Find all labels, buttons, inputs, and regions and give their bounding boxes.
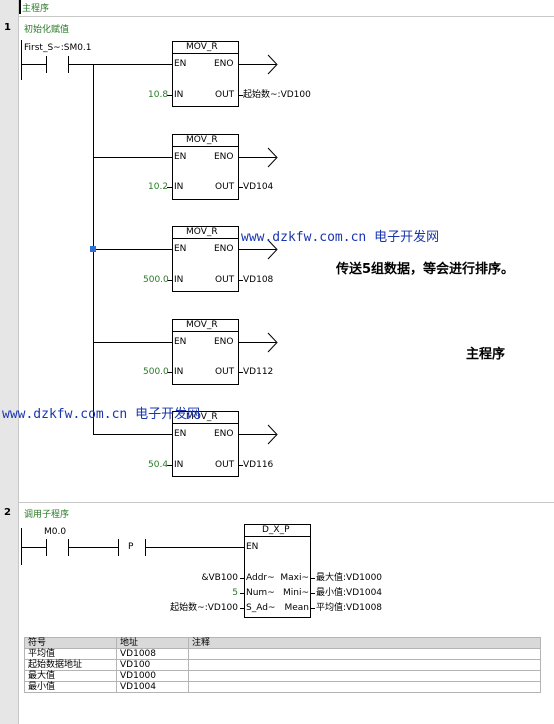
dxp-out-max-value[interactable]: 最大值:VD1000 bbox=[316, 573, 383, 583]
header-symbol[interactable]: 符号 bbox=[24, 637, 117, 649]
block-2-in-label: IN bbox=[174, 182, 184, 192]
watermark-2: www.dzkfw.com.cn 电子开发网 bbox=[2, 403, 200, 422]
block-3-out-value[interactable]: VD108 bbox=[243, 275, 274, 285]
dxp-in-num-label: Num~ bbox=[246, 588, 275, 598]
cell-symbol[interactable]: 起始数据地址 bbox=[24, 659, 117, 671]
block-4-title: MOV_R bbox=[186, 320, 218, 330]
block-3-out-label: OUT bbox=[215, 275, 235, 285]
block-5-eno: ENO bbox=[214, 429, 234, 439]
network-2-number: 2 bbox=[4, 507, 11, 518]
block-2-title: MOV_R bbox=[186, 135, 218, 145]
block-1-in-value[interactable]: 10.8 bbox=[148, 90, 169, 100]
program-title: 主程序 bbox=[22, 4, 50, 14]
dxp-out-mean-value[interactable]: 平均值:VD1008 bbox=[316, 603, 383, 613]
dxp-out-min-label: Mini~ bbox=[282, 588, 309, 598]
block-3-eno: ENO bbox=[214, 244, 234, 254]
network-1-comment[interactable]: 初始化赋值 bbox=[24, 25, 70, 35]
annotation-note: 传送5组数据，等会进行排序。 bbox=[336, 262, 515, 277]
network-1-divider bbox=[19, 16, 554, 17]
block-5-out-value[interactable]: VD116 bbox=[243, 460, 274, 470]
cell-comment[interactable] bbox=[188, 659, 541, 671]
cell-symbol[interactable]: 最小值 bbox=[24, 681, 117, 693]
contact-m0-label: M0.0 bbox=[44, 527, 67, 537]
dxp-in-addr-label: Addr~ bbox=[246, 573, 275, 583]
dxp-out-max-label: Maxi~ bbox=[280, 573, 309, 583]
block-4-eno: ENO bbox=[214, 337, 234, 347]
block-1-en: EN bbox=[174, 59, 187, 69]
title-marker bbox=[19, 0, 21, 14]
cell-comment[interactable] bbox=[188, 670, 541, 682]
block-5-in-value[interactable]: 50.4 bbox=[148, 460, 169, 470]
dxp-in-addr-value[interactable]: &VB100 bbox=[201, 573, 238, 583]
table-row[interactable]: 平均值 VD1008 bbox=[24, 648, 541, 660]
block-4-en: EN bbox=[174, 337, 187, 347]
cell-symbol[interactable]: 最大值 bbox=[24, 670, 117, 682]
cell-comment[interactable] bbox=[188, 648, 541, 660]
dxp-in-sad-value[interactable]: 起始数~:VD100 bbox=[170, 603, 238, 613]
block-4-in-value[interactable]: 500.0 bbox=[143, 367, 169, 377]
block-2-out-label: OUT bbox=[215, 182, 235, 192]
table-row[interactable]: 起始数据地址 VD100 bbox=[24, 659, 541, 671]
watermark-2-url: www.dzkfw.com.cn bbox=[2, 407, 128, 422]
block-3-en: EN bbox=[174, 244, 187, 254]
dxp-title: D_X_P bbox=[262, 525, 290, 535]
block-4-out-value[interactable]: VD112 bbox=[243, 367, 274, 377]
block-3-in-label: IN bbox=[174, 275, 184, 285]
network-2-comment[interactable]: 调用子程序 bbox=[24, 510, 70, 520]
symbol-table: 符号 地址 注释 平均值 VD1008 起始数据地址 VD100 最大值 VD1… bbox=[24, 637, 541, 693]
cell-address[interactable]: VD1000 bbox=[116, 670, 189, 682]
block-1-in-label: IN bbox=[174, 90, 184, 100]
dxp-out-min-value[interactable]: 最小值:VD1004 bbox=[316, 588, 383, 598]
block-1-out-label: OUT bbox=[215, 90, 235, 100]
dxp-in-sad-label: S_Ad~ bbox=[246, 603, 276, 613]
network-1-number: 1 bbox=[4, 22, 11, 33]
block-3-title: MOV_R bbox=[186, 227, 218, 237]
block-4-in-label: IN bbox=[174, 367, 184, 377]
cell-address[interactable]: VD100 bbox=[116, 659, 189, 671]
cell-address[interactable]: VD1004 bbox=[116, 681, 189, 693]
block-2-in-value[interactable]: 10.2 bbox=[148, 182, 169, 192]
block-5-in-label: IN bbox=[174, 460, 184, 470]
table-row[interactable]: 最大值 VD1000 bbox=[24, 670, 541, 682]
block-2-eno: ENO bbox=[214, 152, 234, 162]
cell-symbol[interactable]: 平均值 bbox=[24, 648, 117, 660]
dxp-out-mean-label: Mean bbox=[284, 603, 309, 613]
branch-node[interactable] bbox=[90, 246, 96, 252]
p-contact-label: P bbox=[128, 542, 134, 552]
cell-comment[interactable] bbox=[188, 681, 541, 693]
header-address[interactable]: 地址 bbox=[116, 637, 189, 649]
header-comment[interactable]: 注释 bbox=[188, 637, 541, 649]
cell-address[interactable]: VD1008 bbox=[116, 648, 189, 660]
contact-label: First_S~:SM0.1 bbox=[24, 43, 92, 53]
dxp-in-num-value[interactable]: 5 bbox=[232, 588, 238, 598]
block-1-title: MOV_R bbox=[186, 42, 218, 52]
block-2-en: EN bbox=[174, 152, 187, 162]
block-5-en: EN bbox=[174, 429, 187, 439]
block-3-in-value[interactable]: 500.0 bbox=[143, 275, 169, 285]
annotation-main: 主程序 bbox=[466, 347, 506, 362]
watermark-1-cn: 电子开发网 bbox=[374, 230, 440, 245]
block-1-eno: ENO bbox=[214, 59, 234, 69]
block-2-out-value[interactable]: VD104 bbox=[243, 182, 274, 192]
block-4-out-label: OUT bbox=[215, 367, 235, 377]
watermark-1-url: www.dzkfw.com.cn bbox=[241, 230, 367, 245]
network-gutter bbox=[0, 0, 19, 724]
dxp-en: EN bbox=[246, 542, 259, 552]
symbol-table-header: 符号 地址 注释 bbox=[24, 637, 541, 649]
block-1-out-value[interactable]: 起始数~:VD100 bbox=[243, 90, 311, 100]
block-5-out-label: OUT bbox=[215, 460, 235, 470]
network-2-divider bbox=[19, 502, 554, 503]
watermark-2-cn: 电子开发网 bbox=[135, 407, 201, 422]
watermark-1: www.dzkfw.com.cn 电子开发网 bbox=[241, 226, 439, 245]
block-5-title: MOV_R bbox=[186, 412, 218, 422]
table-row[interactable]: 最小值 VD1004 bbox=[24, 681, 541, 693]
